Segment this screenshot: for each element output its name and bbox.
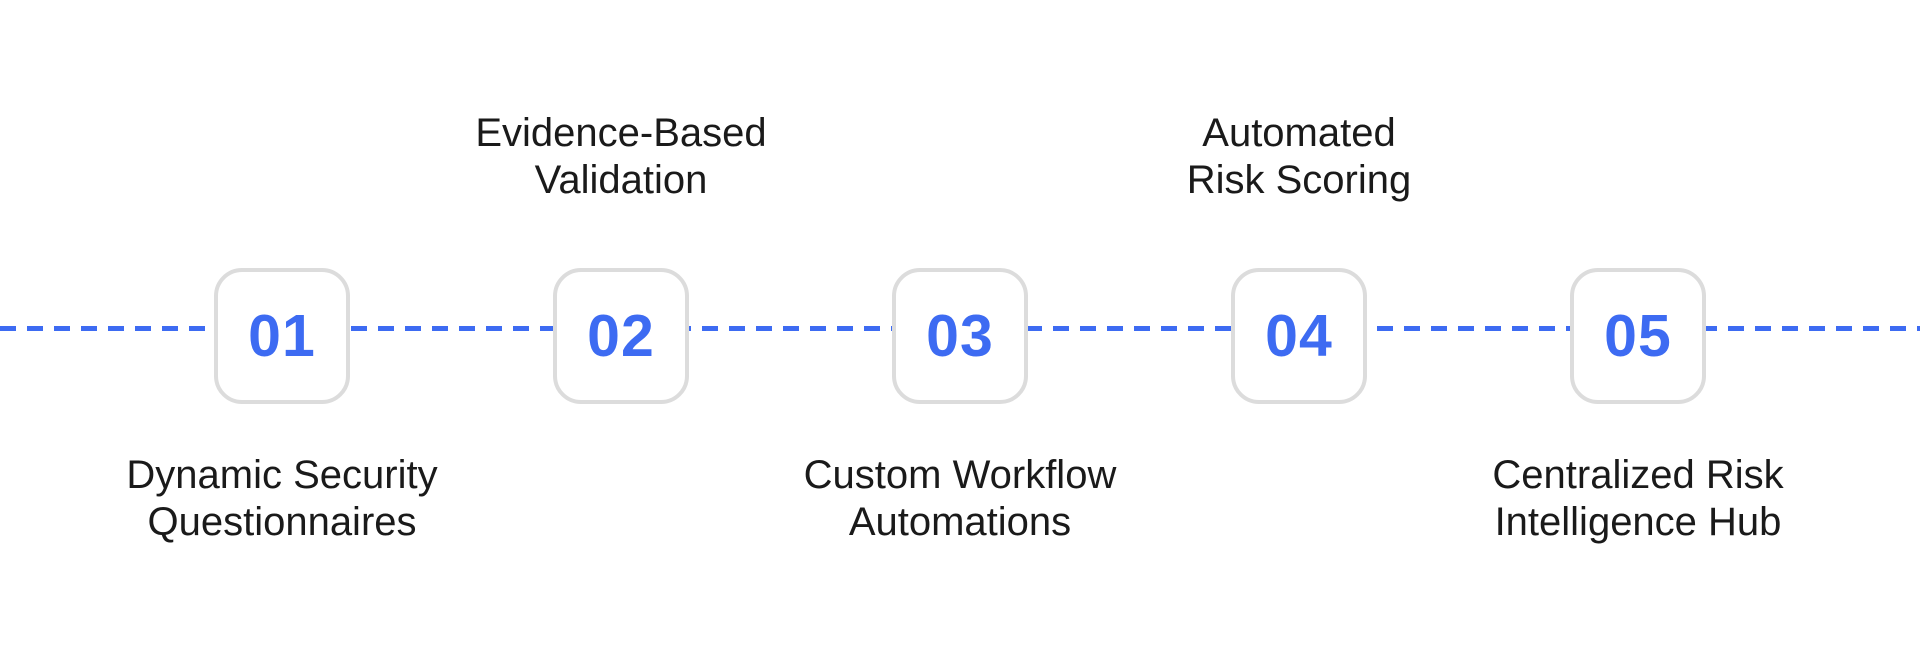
step-label-line: Automations: [848, 500, 1072, 544]
step-label-line: Custom Workflow: [803, 453, 1117, 497]
step-label-line: Questionnaires: [147, 500, 417, 544]
timeline-step-03: 03 Custom Workflow Automations: [740, 0, 1180, 659]
step-label-line: Intelligence Hub: [1494, 500, 1782, 544]
timeline-step-02: 02 Evidence-Based Validation: [401, 0, 841, 659]
step-number-box: 03: [892, 268, 1028, 404]
step-number: 01: [248, 302, 316, 369]
timeline-step-04: 04 Automated Risk Scoring: [1079, 0, 1519, 659]
step-label: Centralized Risk Intelligence Hub: [1418, 452, 1858, 546]
step-label-line: Validation: [534, 158, 708, 202]
step-label-line: Centralized Risk: [1492, 453, 1784, 497]
step-number-box: 01: [214, 268, 350, 404]
step-label: Evidence-Based Validation: [401, 110, 841, 204]
step-label-line: Dynamic Security: [126, 453, 438, 497]
step-label-line: Automated: [1202, 111, 1396, 155]
step-number: 05: [1604, 302, 1672, 369]
step-number: 04: [1265, 302, 1333, 369]
step-number: 02: [587, 302, 655, 369]
step-number-box: 04: [1231, 268, 1367, 404]
step-label: Dynamic Security Questionnaires: [62, 452, 502, 546]
step-label: Custom Workflow Automations: [740, 452, 1180, 546]
step-number-box: 05: [1570, 268, 1706, 404]
step-label: Automated Risk Scoring: [1079, 110, 1519, 204]
step-number: 03: [926, 302, 994, 369]
timeline-step-01: 01 Dynamic Security Questionnaires: [62, 0, 502, 659]
step-number-box: 02: [553, 268, 689, 404]
timeline-step-05: 05 Centralized Risk Intelligence Hub: [1418, 0, 1858, 659]
step-label-line: Risk Scoring: [1186, 158, 1412, 202]
step-label-line: Evidence-Based: [475, 111, 767, 155]
